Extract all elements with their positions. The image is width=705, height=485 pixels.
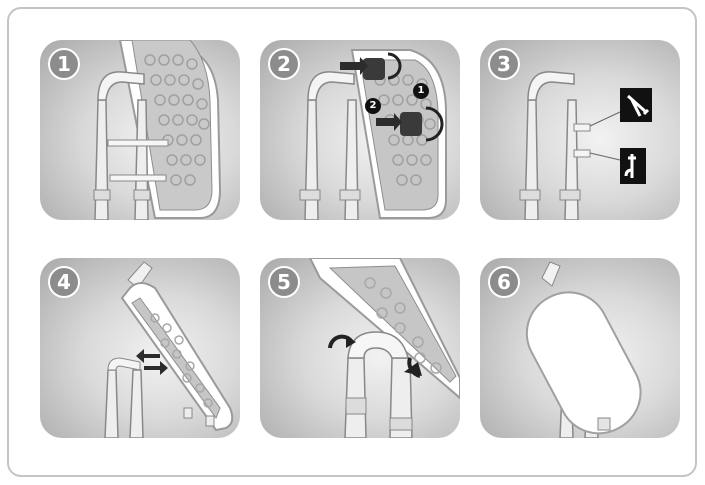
step-1-panel: 1	[40, 40, 240, 220]
step-2-panel: 2 1 2	[260, 40, 460, 220]
step-4-panel: 4	[40, 258, 240, 438]
step-5-panel: 5	[260, 258, 460, 438]
step-number-badge: 3	[488, 48, 520, 80]
step-number-badge: 5	[268, 266, 300, 298]
callout-marker-1: 1	[413, 83, 429, 99]
step-6-panel: 6	[480, 258, 680, 438]
step-number-badge: 6	[488, 266, 520, 298]
step-number-badge: 4	[48, 266, 80, 298]
step-number-badge: 2	[268, 48, 300, 80]
step-number-badge: 1	[48, 48, 80, 80]
callout-marker-2: 2	[365, 98, 381, 114]
step-3-panel: 3	[480, 40, 680, 220]
